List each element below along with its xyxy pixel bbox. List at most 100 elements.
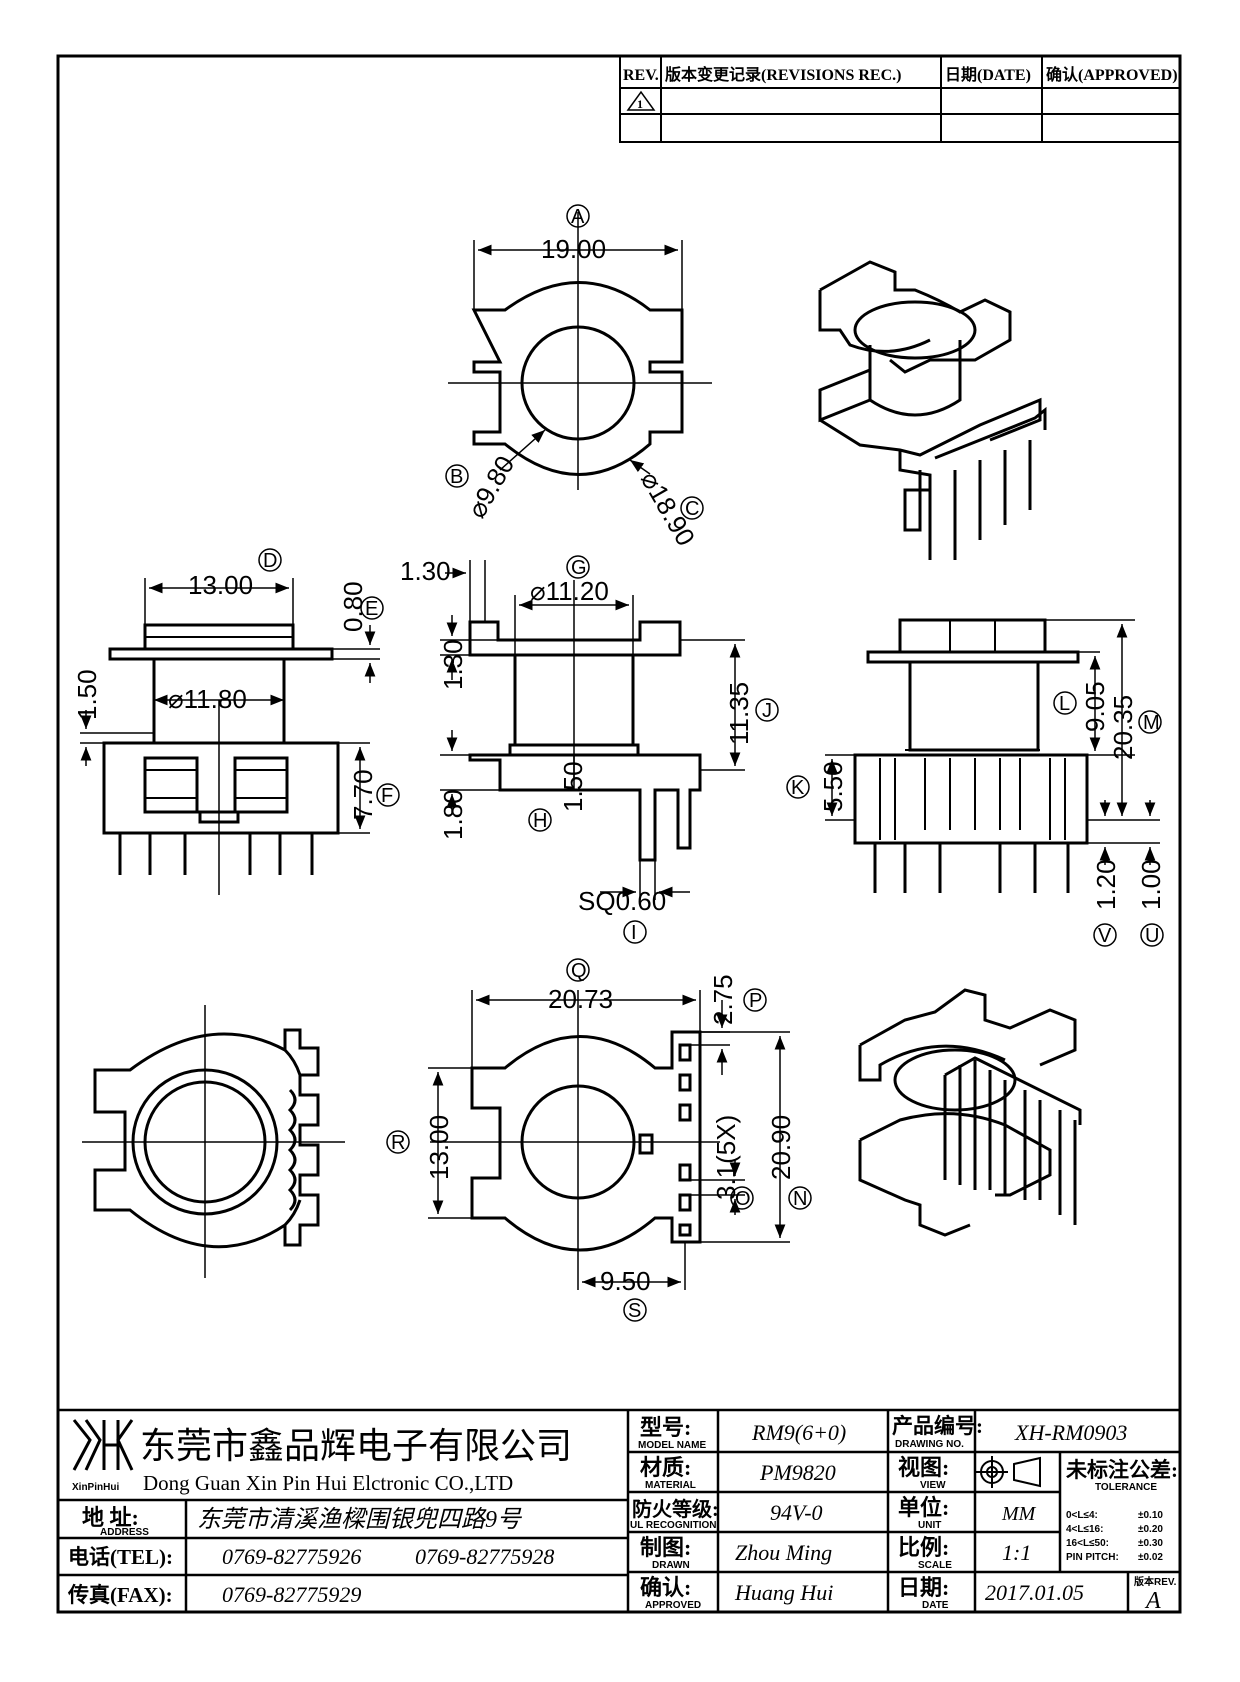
dim-j: 11.35 bbox=[724, 682, 754, 745]
front-view-left-dims bbox=[80, 578, 380, 895]
ul-value: 94V-0 bbox=[770, 1500, 823, 1525]
date-value: 2017.01.05 bbox=[985, 1580, 1084, 1605]
label-r: R bbox=[391, 1132, 405, 1154]
dim-p: 2.75 bbox=[708, 974, 738, 1025]
bottom-view-left-centerlines bbox=[82, 1005, 345, 1278]
tolerance-value-2: ±0.20 bbox=[1138, 1524, 1163, 1535]
label-o-circle bbox=[730, 1186, 754, 1210]
label-q: Q bbox=[571, 960, 587, 982]
date-label: 日期: bbox=[898, 1575, 949, 1600]
tel-value-2: 0769-82775928 bbox=[415, 1544, 554, 1569]
revision-number: 1 bbox=[637, 97, 643, 111]
label-a-circle bbox=[566, 204, 590, 228]
company-name-en: Dong Guan Xin Pin Hui Elctronic CO.,LTD bbox=[143, 1471, 513, 1495]
label-f-circle bbox=[376, 783, 400, 807]
tolerance-range-4: PIN PITCH: bbox=[1066, 1552, 1119, 1563]
tel-value-1: 0769-82775926 bbox=[222, 1544, 361, 1569]
dim-b: ⌀9.80 bbox=[461, 451, 520, 523]
unit-value: MM bbox=[1001, 1503, 1037, 1525]
dim-1180: ⌀11.80 bbox=[168, 684, 247, 714]
label-q-circle bbox=[566, 958, 590, 982]
label-u: U bbox=[1145, 925, 1159, 947]
side-view-middle-dims bbox=[440, 560, 745, 900]
rev-value: A bbox=[1144, 1588, 1161, 1614]
label-a: A bbox=[571, 206, 585, 228]
label-u-circle bbox=[1140, 923, 1164, 947]
approved-label: 确认: bbox=[640, 1575, 691, 1600]
side-view-right-inner bbox=[879, 620, 1066, 840]
bottom-view-middle bbox=[470, 1030, 702, 1252]
address-label: 地 址: bbox=[82, 1505, 139, 1530]
scale-sub: SCALE bbox=[918, 1560, 952, 1571]
drawing-no-label: 产品编号: bbox=[892, 1414, 983, 1438]
side-view-middle bbox=[468, 620, 702, 862]
bottom-view-left bbox=[93, 1028, 320, 1249]
drawing-no-sub: DRAWING NO. bbox=[895, 1439, 964, 1450]
label-j-circle bbox=[755, 698, 779, 722]
label-d: D bbox=[263, 550, 277, 572]
rev-label: 版本REV. bbox=[1134, 1575, 1177, 1588]
approved-value: Huang Hui bbox=[734, 1580, 833, 1605]
projection-symbol-icon bbox=[976, 1456, 1041, 1488]
view-label: 视图: bbox=[898, 1455, 949, 1480]
label-n-circle bbox=[788, 1186, 812, 1210]
fax-label: 传真(FAX): bbox=[67, 1583, 173, 1607]
dim-r: 13.00 bbox=[424, 1115, 454, 1180]
side-view-right bbox=[853, 618, 1089, 893]
address-sub: ADDRESS bbox=[100, 1527, 149, 1538]
label-n: N bbox=[793, 1188, 807, 1210]
side-view-right-dims bbox=[825, 619, 1160, 865]
rev-header: REV. bbox=[623, 67, 659, 84]
dim-a: 19.00 bbox=[541, 234, 606, 264]
dim-v: 1.20 bbox=[1091, 859, 1121, 910]
tolerance-range-2: 4<L≤16: bbox=[1066, 1524, 1103, 1535]
dim-bot-180: 1.80 bbox=[438, 789, 468, 840]
bottom-view-middle-dims bbox=[428, 990, 790, 1290]
tolerance-range-1: 0<L≤4: bbox=[1066, 1510, 1098, 1521]
material-sub: MATERIAL bbox=[645, 1480, 696, 1491]
label-c-circle bbox=[680, 496, 704, 520]
label-l-circle bbox=[1053, 691, 1077, 715]
date-header: 日期(DATE) bbox=[945, 65, 1031, 84]
tolerance-range-3: 16<L≤50: bbox=[1066, 1538, 1109, 1549]
unit-sub: UNIT bbox=[918, 1520, 941, 1531]
approved-header: 确认(APPROVED) bbox=[1046, 65, 1178, 84]
dim-q: 20.73 bbox=[548, 984, 613, 1014]
drawn-label: 制图: bbox=[640, 1535, 691, 1560]
front-view-left bbox=[102, 623, 340, 875]
isometric-view-top bbox=[818, 260, 1047, 560]
label-e-circle bbox=[360, 596, 384, 620]
tolerance-value-4: ±0.02 bbox=[1138, 1552, 1163, 1563]
view-sub: VIEW bbox=[920, 1480, 946, 1491]
model-value: RM9(6+0) bbox=[751, 1420, 846, 1445]
dim-left-150: 1.50 bbox=[72, 669, 102, 720]
ul-label: 防火等级: bbox=[632, 1497, 719, 1521]
label-c: C bbox=[685, 498, 699, 520]
tolerance-label: 未标注公差: bbox=[1066, 1458, 1178, 1482]
label-s: S bbox=[628, 1300, 641, 1322]
model-sub: MODEL NAME bbox=[638, 1440, 706, 1451]
title-block-grid bbox=[58, 1408, 1180, 1612]
isometric-view-bottom bbox=[858, 988, 1082, 1237]
dim-h: 1.50 bbox=[558, 761, 588, 812]
dim-top-130: 1.30 bbox=[400, 556, 451, 586]
record-header: 版本变更记录(REVISIONS REC.) bbox=[664, 65, 901, 84]
label-v-circle bbox=[1093, 923, 1117, 947]
label-p-circle bbox=[743, 988, 767, 1012]
tel-label: 电话(TEL): bbox=[68, 1545, 173, 1569]
label-p: P bbox=[749, 990, 762, 1012]
label-h-circle bbox=[528, 808, 552, 832]
scale-value: 1:1 bbox=[1002, 1540, 1031, 1565]
drawing-no-value: XH-RM0903 bbox=[1014, 1420, 1127, 1445]
dim-m: 20.35 bbox=[1108, 695, 1138, 760]
dim-d: 13.00 bbox=[188, 570, 253, 600]
dim-e: 0.80 bbox=[338, 581, 368, 632]
dim-k: 5.50 bbox=[818, 761, 848, 812]
scale-label: 比例: bbox=[898, 1535, 949, 1560]
dim-g: ⌀11.20 bbox=[530, 576, 609, 606]
label-o: O bbox=[735, 1188, 751, 1210]
tolerance-sub: TOLERANCE bbox=[1095, 1482, 1157, 1493]
label-m: M bbox=[1143, 712, 1160, 734]
dim-f: 7.70 bbox=[348, 769, 378, 820]
dim-u: 1.00 bbox=[1136, 859, 1166, 910]
